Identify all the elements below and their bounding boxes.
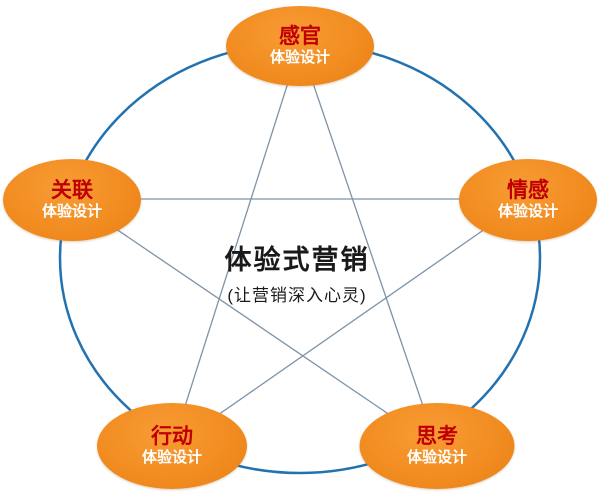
diagram-subtitle: (让营销深入心灵) xyxy=(227,286,367,305)
node-sensory-title: 感官 xyxy=(279,24,321,48)
node-sensory-subtitle: 体验设计 xyxy=(269,48,330,66)
node-action-subtitle: 体验设计 xyxy=(141,448,202,466)
star-line-left-bottomright xyxy=(71,198,438,448)
node-emotion: 情感 体验设计 xyxy=(459,159,597,241)
node-thinking: 思考 体验设计 xyxy=(359,403,515,489)
node-emotion-subtitle: 体验设计 xyxy=(497,202,558,220)
node-sensory: 感官 体验设计 xyxy=(226,6,374,86)
node-association: 关联 体验设计 xyxy=(3,159,141,241)
star-line-top-bottomleft xyxy=(171,44,301,448)
star-line-top-bottomright xyxy=(299,44,438,448)
node-thinking-title: 思考 xyxy=(416,424,458,448)
node-emotion-title: 情感 xyxy=(507,178,549,202)
node-association-subtitle: 体验设计 xyxy=(41,202,102,220)
node-action: 行动 体验设计 xyxy=(97,403,247,489)
node-action-title: 行动 xyxy=(151,424,193,448)
diagram-title: 体验式营销 xyxy=(224,245,370,275)
node-thinking-subtitle: 体验设计 xyxy=(406,448,467,466)
node-association-title: 关联 xyxy=(51,178,93,202)
center-label: 体验式营销 (让营销深入心灵) xyxy=(225,238,370,306)
star-line-right-bottomleft xyxy=(171,198,529,448)
